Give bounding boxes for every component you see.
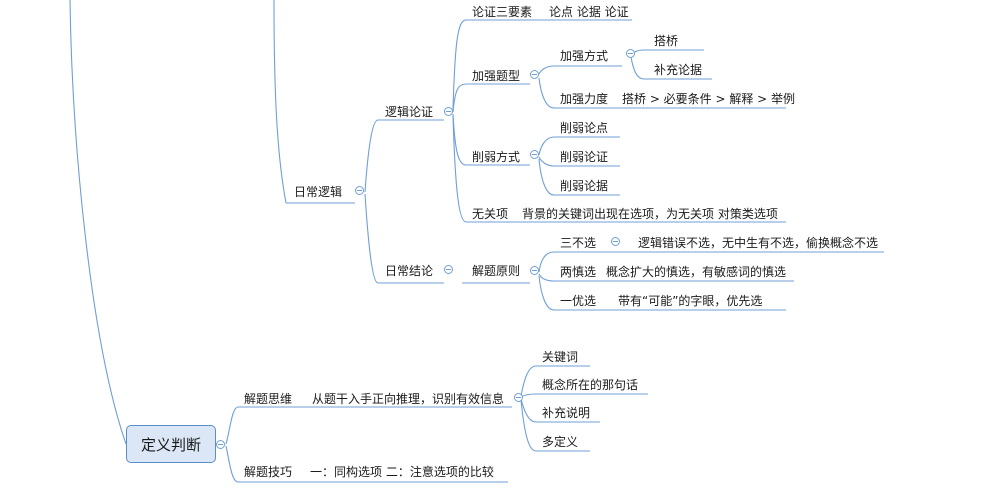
to-multi-def-connector	[520, 399, 537, 452]
trunk-connector	[69, 0, 127, 445]
collapse-toggle-three-no[interactable]	[611, 237, 620, 246]
node-strengthen-method[interactable]: 加强方式	[560, 49, 609, 63]
collapse-toggle-strengthen[interactable]	[530, 70, 539, 79]
collapse-toggle-weaken[interactable]	[530, 150, 539, 159]
collapse-toggle-thinking[interactable]	[514, 393, 523, 402]
to-skill-connector	[225, 445, 239, 483]
collapse-toggle-definition[interactable]	[216, 440, 225, 449]
to-keyword-connector	[520, 365, 537, 397]
to-strengthen-method-connector	[538, 65, 555, 75]
to-three-no-connector	[538, 251, 555, 273]
node-one-priority[interactable]: 一优选	[560, 294, 597, 308]
node-three-elements-detail: 论点 论据 论证	[549, 5, 629, 19]
to-one-priority-connector	[538, 275, 555, 311]
to-weaken-evidence-connector	[538, 158, 555, 196]
node-weaken-point[interactable]: 削弱论点	[560, 121, 609, 135]
node-principle[interactable]: 解题原则	[472, 264, 521, 278]
collapse-toggle-conclusion[interactable]	[444, 265, 453, 274]
node-three-elements[interactable]: 论证三要素	[472, 5, 533, 19]
to-thinking-connector	[225, 406, 239, 445]
node-thinking[interactable]: 解题思维	[244, 392, 293, 406]
node-skill[interactable]: 解题技巧	[244, 465, 293, 479]
to-concept-sentence-connector	[520, 393, 537, 398]
node-strengthen-type[interactable]: 加强题型	[472, 69, 521, 83]
node-strength-level[interactable]: 加强力度	[560, 92, 609, 106]
node-irrelevant[interactable]: 无关项	[472, 207, 509, 221]
node-bridge[interactable]: 搭桥	[654, 34, 679, 48]
to-weaken-argument-connector	[538, 156, 555, 167]
node-three-no-detail: 逻辑错误不选，无中生有不选，偷换概念不选	[638, 236, 879, 250]
node-conclusion[interactable]: 日常结论	[385, 264, 434, 278]
to-irrelevant-connector	[452, 115, 467, 223]
node-irrelevant-detail: 背景的关键词出现在选项，为无关项 对策类选项	[522, 207, 778, 221]
collapse-toggle-strengthen-method[interactable]	[626, 49, 635, 58]
node-weaken-method[interactable]: 削弱方式	[472, 150, 521, 164]
node-keyword[interactable]: 关键词	[542, 350, 579, 364]
to-supplement-connector	[630, 56, 645, 80]
node-strength-order: 搭桥 > 必要条件 > 解释 > 举例	[622, 92, 796, 106]
to-conclusion-connector	[364, 193, 379, 284]
to-strengthen-connector	[452, 83, 467, 113]
node-concept-sentence[interactable]: 概念所在的那句话	[542, 378, 639, 392]
node-three-no[interactable]: 三不选	[560, 236, 597, 250]
collapse-toggle-argument[interactable]	[444, 107, 453, 116]
daily-logic-trunk-connector	[273, 0, 287, 204]
collapse-toggle-daily-logic[interactable]	[355, 186, 364, 195]
node-weaken-evidence[interactable]: 削弱论据	[560, 179, 609, 193]
node-definition-root[interactable]: 定义判断	[126, 425, 216, 463]
node-skill-detail: 一：同构选项 二：注意选项的比较	[310, 465, 494, 479]
node-thinking-detail: 从题干入手正向推理，识别有效信息	[312, 392, 505, 406]
to-two-caution-connector	[538, 273, 555, 282]
collapse-toggle-principle[interactable]	[530, 266, 539, 275]
node-weaken-argument[interactable]: 削弱论证	[560, 150, 609, 164]
node-supplement-note[interactable]: 补充说明	[542, 406, 591, 420]
node-two-caution[interactable]: 两慎选	[560, 265, 597, 279]
node-two-caution-detail: 概念扩大的慎选，有敏感词的慎选	[606, 265, 787, 279]
node-supplement[interactable]: 补充论据	[654, 63, 703, 77]
to-supplement-note-connector	[520, 398, 537, 423]
node-multi-def[interactable]: 多定义	[542, 435, 579, 449]
to-strength-level-connector	[538, 77, 555, 109]
node-one-priority-detail: 带有“可能”的字眼，优先选	[618, 294, 763, 308]
to-three-elements-connector	[452, 19, 467, 111]
node-argument[interactable]: 逻辑论证	[385, 105, 434, 119]
to-weaken-point-connector	[538, 136, 555, 156]
node-daily-logic[interactable]: 日常逻辑	[294, 185, 343, 199]
to-argument-connector	[364, 119, 379, 193]
